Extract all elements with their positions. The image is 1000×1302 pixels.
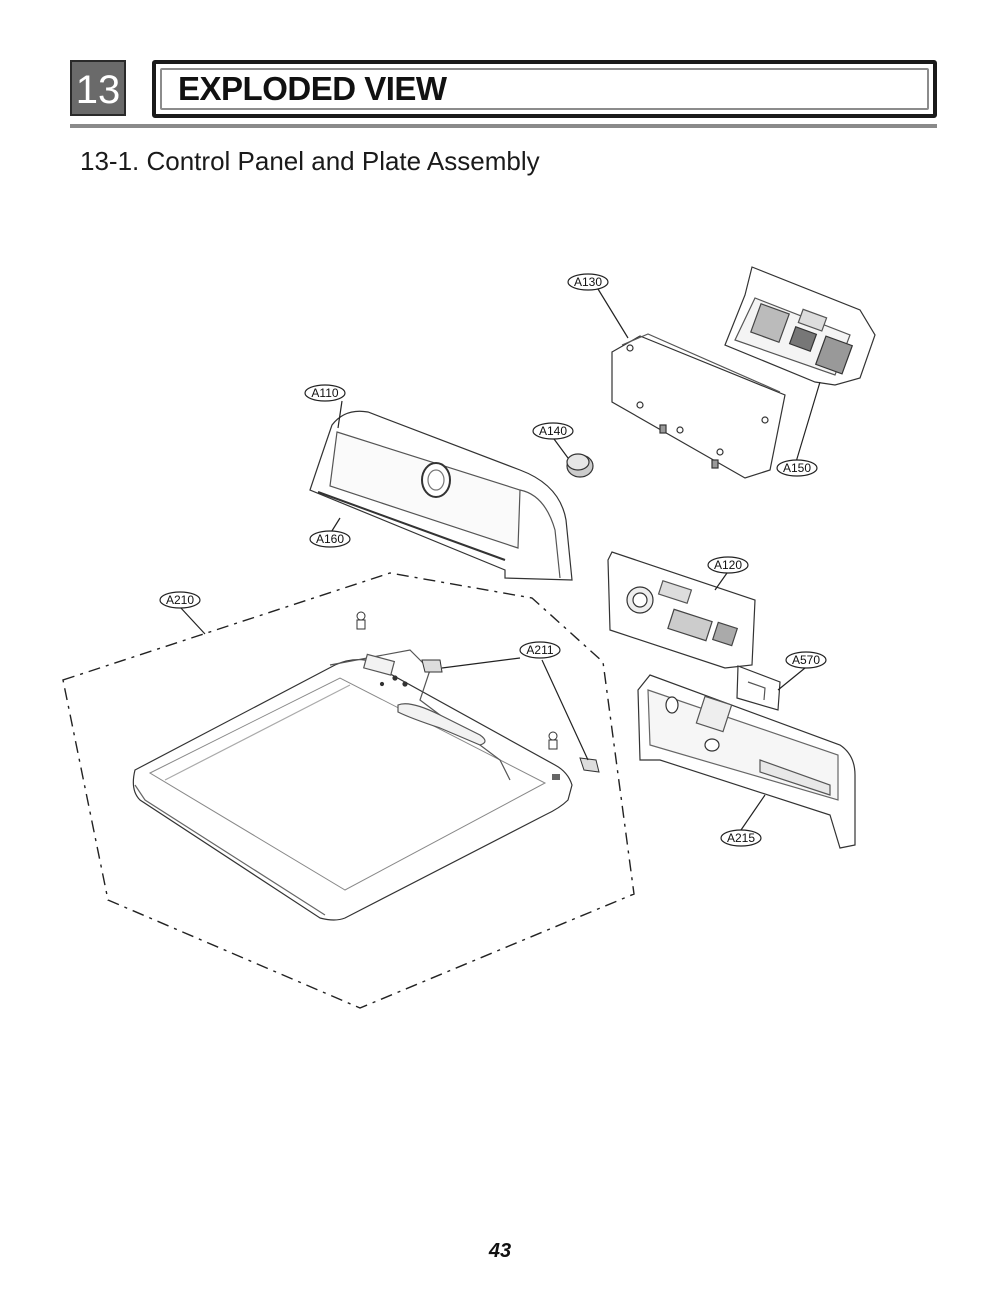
callout-a140: A140 [532, 422, 574, 440]
part-rear-panel [637, 674, 856, 849]
callout-a130: A130 [567, 273, 609, 291]
callout-label-a110: A110 [311, 386, 338, 400]
chapter-title-box-inner [160, 68, 929, 110]
callout-a150: A150 [776, 459, 818, 477]
part-knob [566, 453, 594, 478]
leader-lines [179, 288, 821, 831]
callout-label-a150: A150 [783, 461, 811, 475]
part-pcb-assembly [611, 333, 786, 479]
chapter-title: EXPLODED VIEW [178, 70, 447, 107]
callout-a210: A210 [159, 591, 201, 609]
chapter-number-badge: 13 [70, 60, 126, 116]
chapter-divider [70, 124, 937, 128]
callout-label-a210: A210 [166, 593, 194, 607]
chapter-title-box: EXPLODED VIEW [152, 60, 937, 118]
part-clip-lower [579, 757, 600, 773]
part-clip-upper [421, 659, 443, 673]
fastener-left [356, 611, 366, 630]
part-housing [724, 266, 876, 386]
callout-a110: A110 [304, 384, 346, 402]
fastener-right [548, 731, 558, 750]
part-panel-frame [309, 410, 573, 581]
part-control-board [607, 551, 756, 669]
callout-label-a215: A215 [727, 831, 755, 845]
assembly-boundary [62, 572, 635, 1009]
callout-label-a570: A570 [792, 653, 820, 667]
callout-label-a120: A120 [714, 558, 742, 572]
callout-a160: A160 [309, 530, 351, 548]
callout-label-a160: A160 [316, 532, 344, 546]
section-title: 13-1. Control Panel and Plate Assembly [80, 146, 540, 176]
callout-a211: A211 [519, 641, 561, 659]
callout-label-a211: A211 [526, 643, 553, 657]
callout-label-a130: A130 [574, 275, 602, 289]
part-top-plate [132, 649, 573, 921]
callout-a215: A215 [720, 829, 762, 847]
part-small-cover [736, 665, 781, 711]
callout-label-a140: A140 [539, 424, 567, 438]
callout-a570: A570 [785, 651, 827, 669]
page-number: 43 [488, 1240, 512, 1262]
callout-a120: A120 [707, 556, 749, 574]
